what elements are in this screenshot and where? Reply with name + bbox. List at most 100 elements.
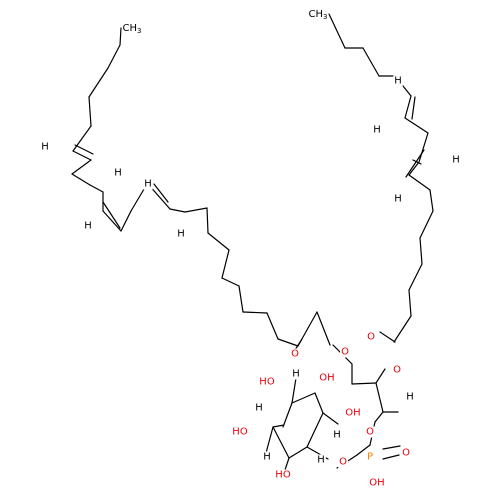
atom-label: H [394, 76, 402, 87]
bond-line [242, 311, 268, 314]
atom-ch3_b: CH3 [121, 22, 143, 35]
atom-o_pdbl: O [401, 447, 412, 459]
bond-line [408, 263, 423, 291]
bond-line [71, 173, 91, 186]
atom-label: O [367, 332, 375, 343]
label-background [392, 364, 403, 376]
atom-label: HO [232, 427, 248, 438]
atom-h_r4: H [393, 193, 403, 205]
bond-line [221, 249, 230, 279]
bond-line [265, 426, 274, 454]
atom-label: H [263, 452, 271, 463]
atom-h_i3: H [332, 429, 342, 441]
label-background [254, 402, 264, 414]
atom-h_r1: H [393, 75, 403, 87]
bond-line [272, 426, 290, 459]
atom-label: O [393, 365, 401, 376]
double-bond-line [405, 149, 425, 178]
label-background [113, 167, 123, 179]
atom-label: H [452, 155, 460, 166]
atom-label: H [84, 221, 92, 232]
bond-line [207, 232, 230, 251]
double-bond-line [379, 331, 396, 343]
label-background [401, 447, 412, 459]
bond-line [328, 13, 346, 49]
label-background [393, 193, 403, 205]
atom-label: H [406, 392, 414, 403]
label-background [316, 454, 326, 466]
label-background [83, 220, 93, 232]
bond-line [282, 402, 293, 428]
double-bond-line [411, 96, 416, 120]
atom-h_l5: H [176, 228, 186, 240]
bond-line [72, 150, 92, 161]
label-background [291, 368, 301, 380]
atom-h_glyc: H [405, 391, 415, 403]
bond-line [375, 382, 384, 413]
bond-line [102, 210, 122, 232]
atom-label: H [333, 430, 341, 441]
atom-h_r3: H [451, 154, 461, 166]
bond-line [351, 382, 377, 385]
label-background [231, 426, 249, 438]
atom-label: H [144, 179, 152, 190]
label-background [451, 154, 461, 166]
atom-label: O [339, 457, 347, 468]
bond-line [71, 159, 92, 175]
label-background [366, 331, 377, 343]
bond-line [306, 412, 324, 448]
bond-line [221, 277, 240, 287]
bond-line [419, 237, 423, 265]
label-background [258, 376, 276, 388]
atom-p: P [365, 451, 375, 463]
bond-line [408, 174, 431, 191]
label-background [290, 348, 301, 360]
atom-h_r2: H [372, 124, 382, 136]
bond-line [272, 424, 285, 428]
bond-line [284, 457, 290, 471]
bond-line [107, 44, 121, 69]
double-bond-line [74, 144, 94, 155]
bond-line [419, 210, 434, 239]
bond-line [169, 208, 186, 213]
atom-o_ester2: O [392, 364, 403, 376]
atom-label: O [366, 427, 374, 438]
bond-line [404, 95, 412, 119]
double-bond-line [153, 183, 169, 203]
atom-oh_i3: OH [344, 407, 362, 419]
label-background [344, 407, 362, 419]
atom-label: H [255, 403, 263, 414]
atom-label: OH [345, 408, 360, 419]
atom-h_i4: H [262, 451, 272, 463]
atom-label: O [402, 448, 410, 459]
label-background [340, 346, 351, 358]
label-background [368, 477, 386, 489]
label-background [40, 141, 50, 153]
atom-label: O [341, 347, 349, 358]
atom-ch3_a: CH3 [307, 8, 329, 21]
atom-label: HO [259, 377, 275, 388]
label-background [393, 75, 403, 87]
atom-h_i1: H [291, 368, 301, 380]
atom-h_l2: H [113, 167, 123, 179]
label-background [318, 372, 336, 384]
bond-line [266, 312, 279, 340]
bond-line [89, 184, 104, 193]
label-background [307, 8, 329, 21]
atom-o_ester2_dbl: O [366, 331, 377, 343]
atom-o_ester1: O [340, 346, 351, 358]
atom-label: H [114, 168, 122, 179]
atom-label: OH [319, 373, 334, 384]
atom-o_pg: O [365, 426, 376, 438]
atom-label: H [394, 194, 402, 205]
double-bond-line [294, 338, 303, 351]
bond-line [356, 444, 371, 456]
bond-line [322, 412, 339, 425]
bond-line [291, 392, 316, 404]
bond-line [412, 159, 422, 165]
bond-line [408, 161, 420, 176]
bond-line [418, 132, 429, 163]
